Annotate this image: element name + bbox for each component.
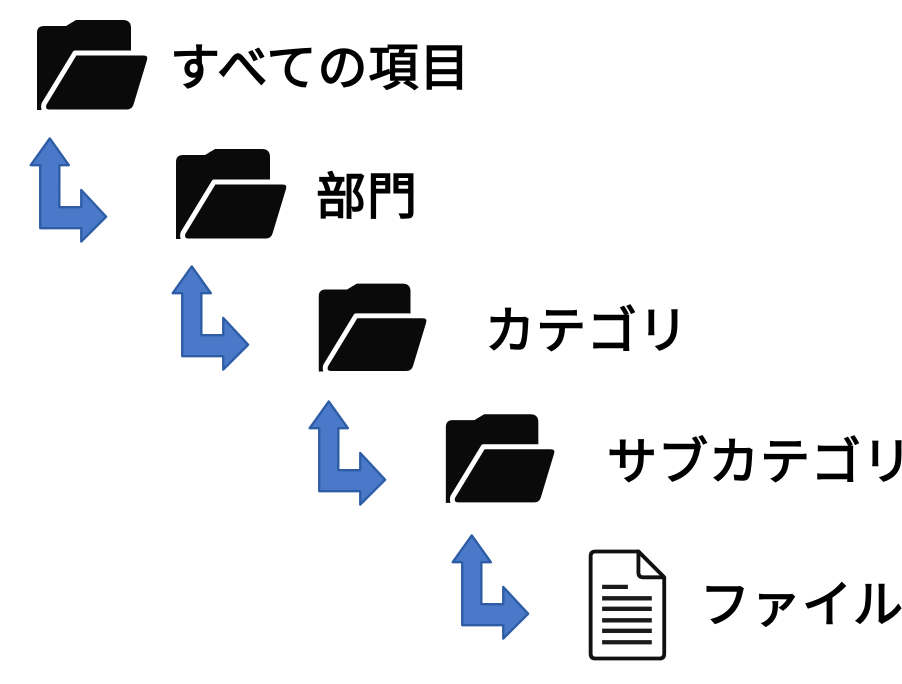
branch-arrow-icon <box>303 399 387 507</box>
open-folder-icon <box>309 283 431 378</box>
node-department: 部門 <box>166 149 418 245</box>
open-folder-icon <box>436 413 559 510</box>
branch-arrow-icon <box>446 533 530 641</box>
node-label: サブカテゴリ <box>607 432 902 491</box>
open-folder-icon <box>27 20 152 116</box>
branch-arrow-icon <box>24 136 108 244</box>
node-label: すべての項目 <box>170 39 471 97</box>
node-file: ファイル <box>583 546 902 664</box>
document-icon <box>583 546 669 664</box>
node-subcategory: サブカテゴリ <box>436 413 902 510</box>
open-folder-icon <box>166 149 291 245</box>
node-label: カテゴリ <box>485 301 689 360</box>
node-category: カテゴリ <box>309 283 689 378</box>
branch-arrow-icon <box>166 264 250 372</box>
node-all-items: すべての項目 <box>27 20 471 116</box>
node-label: 部門 <box>316 168 418 226</box>
node-label: ファイル <box>700 576 902 634</box>
